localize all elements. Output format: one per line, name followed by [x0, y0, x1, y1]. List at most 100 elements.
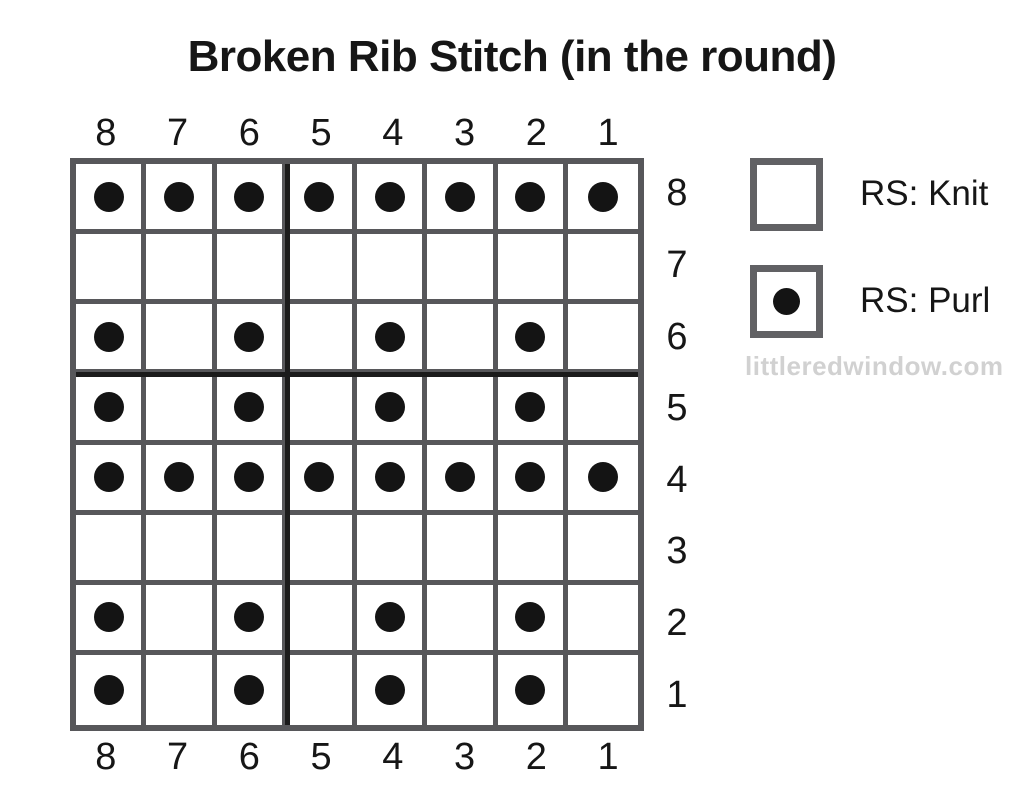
- column-label: 1: [597, 736, 619, 778]
- purl-dot-icon: [444, 462, 475, 493]
- row-label: 7: [666, 243, 688, 286]
- grid-cell: [497, 654, 568, 725]
- purl-dot-icon: [234, 391, 265, 422]
- grid-cell: [216, 164, 287, 235]
- grid-cell: [427, 514, 498, 585]
- column-label: 4: [382, 112, 404, 154]
- grid-cell: [216, 584, 287, 655]
- purl-dot-icon: [234, 181, 265, 212]
- column-label: 8: [95, 736, 117, 778]
- column-label: 6: [238, 112, 260, 154]
- grid-cell: [76, 444, 147, 515]
- grid-cell: [286, 514, 357, 585]
- row-label: 5: [666, 387, 688, 430]
- grid-cell: [286, 374, 357, 445]
- grid-cell: [216, 304, 287, 375]
- grid-cell: [216, 654, 287, 725]
- purl-dot-icon: [234, 674, 265, 705]
- grid-cell: [357, 374, 428, 445]
- purl-dot-icon: [515, 602, 546, 633]
- grid-cell: [567, 584, 638, 655]
- purl-dot-icon: [93, 674, 124, 705]
- purl-dot-icon: [93, 321, 124, 352]
- grid-cell: [76, 654, 147, 725]
- purl-dot-icon: [93, 391, 124, 422]
- purl-dot-icon: [163, 181, 194, 212]
- legend-label-knit: RS: Knit: [860, 174, 989, 213]
- row-label: 1: [666, 673, 688, 716]
- grid-cell: [427, 304, 498, 375]
- grid-cell: [286, 654, 357, 725]
- watermark: littleredwindow.com: [745, 351, 1004, 381]
- row-label: 2: [666, 602, 688, 645]
- purl-dot-icon: [587, 181, 618, 212]
- column-label: 4: [382, 736, 404, 778]
- grid-cell: [357, 584, 428, 655]
- grid-cell: [427, 584, 498, 655]
- grid-cell: [567, 374, 638, 445]
- row-label: 3: [666, 530, 688, 573]
- grid-cell: [497, 234, 568, 305]
- stitch-grid: [70, 158, 644, 731]
- grid-cell: [427, 654, 498, 725]
- grid-cell: [146, 514, 217, 585]
- purl-dot-icon: [234, 602, 265, 633]
- purl-dot-icon: [93, 181, 124, 212]
- grid-cell: [76, 584, 147, 655]
- grid-cell: [567, 234, 638, 305]
- grid-cell: [357, 444, 428, 515]
- column-label: 1: [597, 112, 619, 154]
- grid-cell: [497, 374, 568, 445]
- grid-cell: [497, 164, 568, 235]
- purl-dot-icon: [515, 321, 546, 352]
- grid-cell: [286, 164, 357, 235]
- grid-cell: [146, 234, 217, 305]
- purl-dot-icon: [374, 462, 405, 493]
- grid-cell: [76, 514, 147, 585]
- purl-dot-icon: [374, 321, 405, 352]
- grid-cell: [146, 304, 217, 375]
- grid-cell: [76, 374, 147, 445]
- purl-dot-icon: [515, 674, 546, 705]
- grid-cell: [216, 234, 287, 305]
- grid-cell: [146, 584, 217, 655]
- grid-cell: [567, 444, 638, 515]
- grid-cell: [427, 444, 498, 515]
- grid-cell: [357, 234, 428, 305]
- grid-cell: [357, 164, 428, 235]
- purl-dot-icon: [515, 391, 546, 422]
- purl-dot-icon: [304, 462, 335, 493]
- grid-cell: [146, 654, 217, 725]
- grid-cell: [146, 374, 217, 445]
- grid-cell: [497, 514, 568, 585]
- row-label: 8: [666, 172, 688, 215]
- repeat-line-horizontal: [76, 372, 638, 378]
- grid-cell: [76, 234, 147, 305]
- legend-swatch-knit: [750, 158, 823, 231]
- row-label: 6: [666, 315, 688, 358]
- grid-cell: [497, 584, 568, 655]
- purl-dot-icon: [93, 462, 124, 493]
- purl-dot-icon: [304, 181, 335, 212]
- purl-dot-icon: [234, 321, 265, 352]
- grid-cell: [497, 304, 568, 375]
- grid-cell: [427, 374, 498, 445]
- column-label: 8: [95, 112, 117, 154]
- column-label: 3: [454, 112, 476, 154]
- page-title: Broken Rib Stitch (in the round): [187, 32, 837, 81]
- purl-dot-icon: [374, 674, 405, 705]
- purl-dot-icon: [374, 391, 405, 422]
- grid-cell: [216, 444, 287, 515]
- grid-cell: [567, 514, 638, 585]
- grid-cell: [146, 164, 217, 235]
- grid-cell: [427, 234, 498, 305]
- repeat-line-vertical: [284, 164, 290, 725]
- legend-swatch-purl: [750, 265, 823, 338]
- grid-cell: [216, 374, 287, 445]
- grid-cell: [286, 584, 357, 655]
- grid-cell: [427, 164, 498, 235]
